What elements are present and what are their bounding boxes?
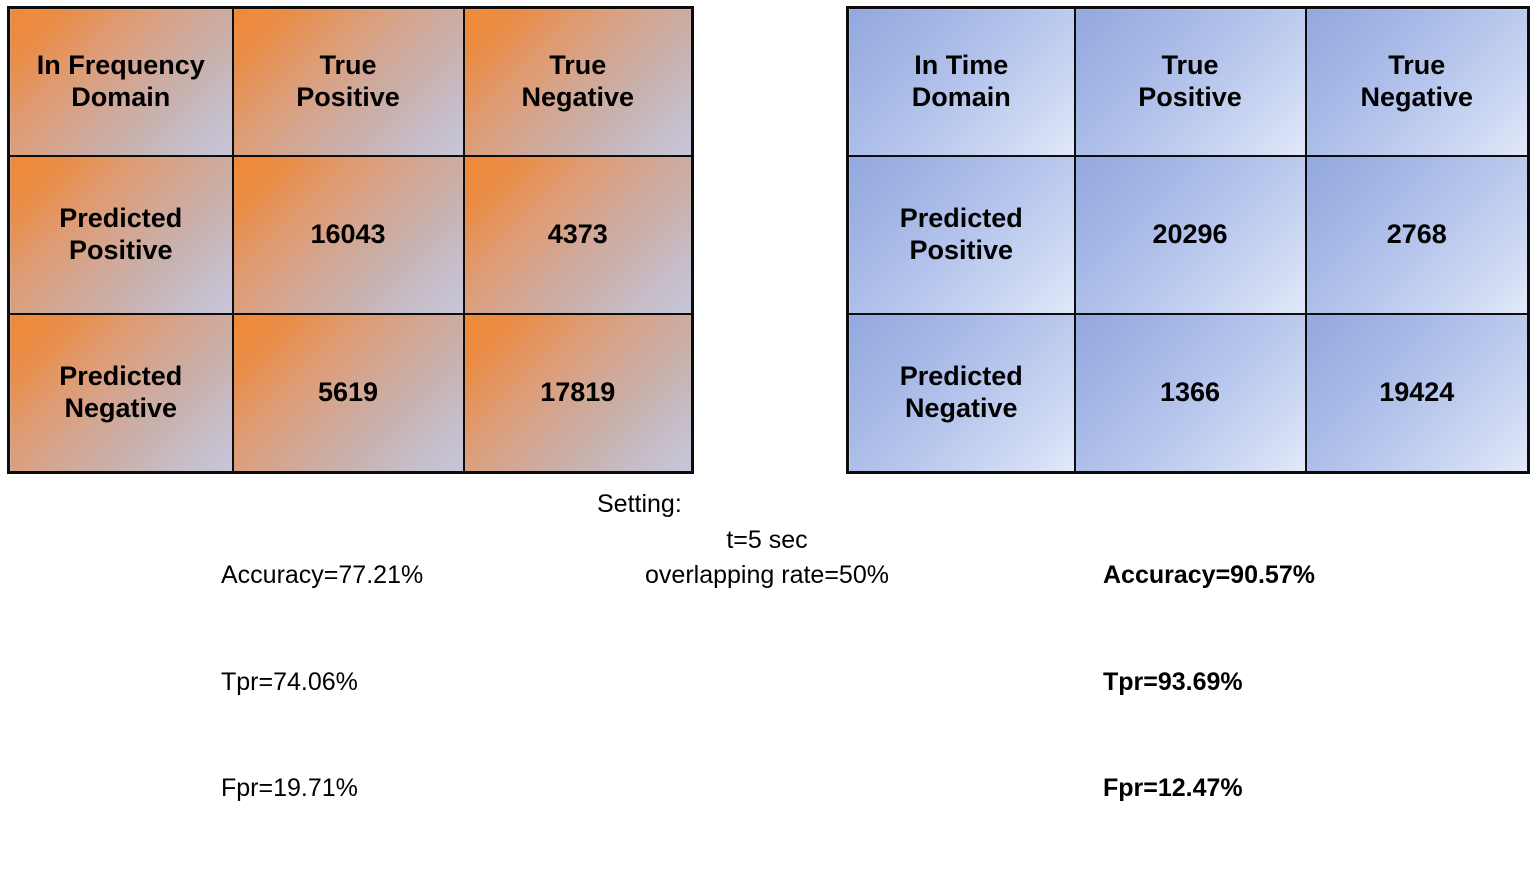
cell-freq-predpos-trueneg: 4373 bbox=[462, 154, 694, 316]
cell-freq-predpos-truepos: 16043 bbox=[231, 154, 465, 316]
table-row: Predicted Positive 20296 2768 bbox=[846, 154, 1530, 316]
row-label-predicted-positive: Predicted Positive bbox=[7, 154, 234, 316]
row-label-predicted-negative: Predicted Negative bbox=[846, 313, 1076, 474]
metrics-time-domain: Accuracy=90.57% Tpr=93.69% Fpr=12.47% bbox=[1103, 487, 1315, 878]
table-row: In Frequency Domain True Positive True N… bbox=[7, 6, 694, 157]
cell-time-predpos-truepos: 20296 bbox=[1073, 154, 1307, 316]
header-cell-domain-label: In Frequency Domain bbox=[7, 6, 234, 157]
cell-time-predpos-trueneg: 2768 bbox=[1304, 154, 1530, 316]
setting-overlapping-rate: overlapping rate=50% bbox=[645, 561, 889, 589]
table-row: Predicted Positive 16043 4373 bbox=[7, 154, 694, 316]
header-cell-true-positive: True Positive bbox=[231, 6, 465, 157]
header-cell-domain-label: In Time Domain bbox=[846, 6, 1076, 157]
header-cell-true-positive: True Positive bbox=[1073, 6, 1307, 157]
setting-block: Setting: t=5 sec overlapping rate=50% bbox=[597, 487, 937, 594]
metric-tpr: Tpr=93.69% bbox=[1103, 667, 1243, 696]
cell-time-predneg-truepos: 1366 bbox=[1073, 313, 1307, 474]
setting-title: Setting: bbox=[597, 490, 682, 518]
metric-fpr: Fpr=12.47% bbox=[1103, 774, 1243, 802]
cell-freq-predneg-truepos: 5619 bbox=[231, 313, 465, 474]
metric-tpr: Tpr=74.06% bbox=[221, 667, 358, 696]
cell-freq-predneg-trueneg: 17819 bbox=[462, 313, 694, 474]
cell-time-predneg-trueneg: 19424 bbox=[1304, 313, 1530, 474]
header-cell-true-negative: True Negative bbox=[1304, 6, 1530, 157]
confusion-matrix-figure: In Frequency Domain True Positive True N… bbox=[7, 6, 1530, 802]
table-row: In Time Domain True Positive True Negati… bbox=[846, 6, 1530, 157]
confusion-matrix-frequency-domain: In Frequency Domain True Positive True N… bbox=[7, 6, 694, 474]
metric-fpr: Fpr=19.71% bbox=[221, 774, 358, 802]
metrics-frequency-domain: Accuracy=77.21% Tpr=74.06% Fpr=19.71% bbox=[221, 487, 423, 878]
row-label-predicted-negative: Predicted Negative bbox=[7, 313, 234, 474]
header-cell-true-negative: True Negative bbox=[462, 6, 694, 157]
row-label-predicted-positive: Predicted Positive bbox=[846, 154, 1076, 316]
metric-accuracy: Accuracy=77.21% bbox=[221, 561, 424, 589]
table-row: Predicted Negative 5619 17819 bbox=[7, 313, 694, 474]
table-row: Predicted Negative 1366 19424 bbox=[846, 313, 1530, 474]
confusion-matrix-time-domain: In Time Domain True Positive True Negati… bbox=[846, 6, 1530, 474]
setting-window-length: t=5 sec bbox=[726, 525, 808, 554]
metric-accuracy: Accuracy=90.57% bbox=[1103, 561, 1315, 589]
